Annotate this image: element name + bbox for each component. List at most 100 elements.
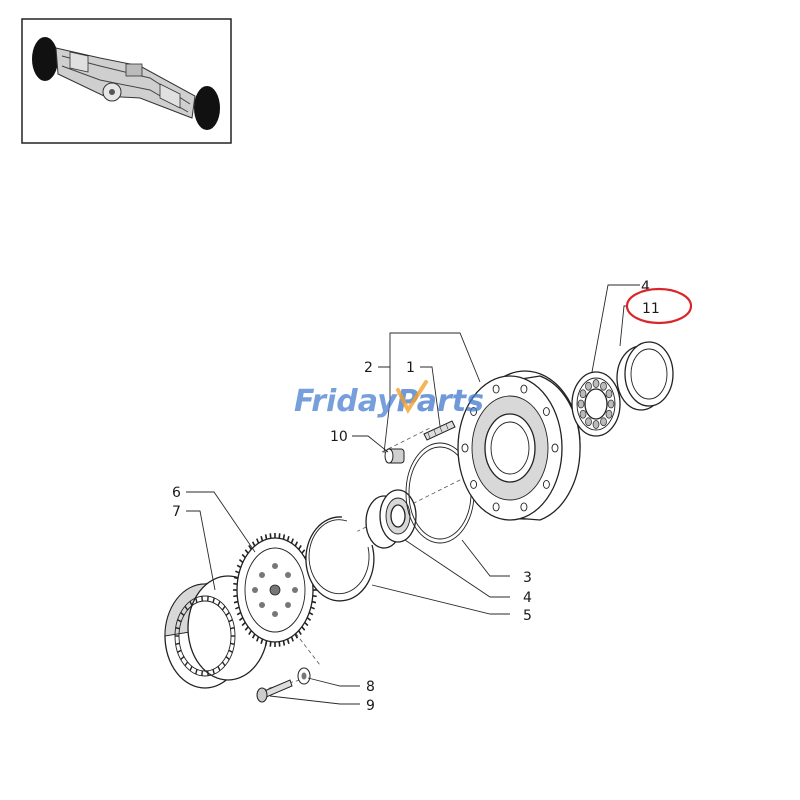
hub-hole [551,443,559,453]
gear-tooth [241,553,246,559]
ring-tooth [228,649,233,653]
callout-10: 10 [330,429,348,445]
callout-5: 5 [523,608,532,624]
axle-thumbnail [21,18,232,144]
callout-4-upper: 4 [641,279,650,295]
thumbnail-right-tire [194,86,220,130]
gear-tooth [260,638,264,645]
watermark-part1: Friday [294,384,398,419]
gear-tooth [248,630,252,635]
gear-tooth [311,600,317,604]
leader-lines [186,284,640,705]
hub-hole [492,502,500,512]
part-10-bushing [384,448,405,464]
ring-tooth [217,601,221,606]
gear-tooth [298,545,302,550]
bearing-ball [600,417,607,427]
gear-tooth [238,559,244,563]
hub-hole [470,407,478,417]
thumbnail-left-tire [32,37,58,81]
gear-tooth [264,640,268,646]
thumbnail-axle-housing [55,47,196,119]
gear-tooth [282,640,286,646]
gear-tooth [233,576,239,580]
bearing-ball [579,409,587,419]
gear-tooth [233,582,238,585]
part-8-washer [297,667,311,685]
gear-tooth [238,617,244,621]
ring-tooth [212,669,215,675]
hub-hole [461,443,469,453]
hub-hole [492,384,500,394]
hub-hole [470,479,478,489]
bearing-balls [577,379,615,429]
gear-tooth [251,633,256,639]
gear-tooth [248,545,252,550]
ring-tooth [225,656,230,661]
ring-tooth [184,605,189,611]
ring-tooth [221,661,226,667]
hub-hole [520,502,528,512]
gear-tooth [251,541,256,547]
highlight-circle [625,287,693,325]
ring-tooth [180,656,185,661]
gear-tooth [294,633,299,639]
ring-tooth [195,669,198,675]
bearing-ball [607,399,615,409]
bearing-ball [579,389,587,399]
gear-tooth [235,570,240,574]
gear-tooth [286,638,290,645]
bearing-ball [600,381,607,391]
axle-thumbnail-drawing [32,37,220,130]
part-6-carrier-gear [233,533,317,647]
ring-tooth [195,597,198,603]
gear-tooth [290,636,294,642]
ring-tooth [230,642,235,645]
callout-2: 2 [364,360,373,376]
gear-tooth [286,535,290,542]
callout-1: 1 [406,360,415,376]
gear-tooth [241,621,246,627]
gear-tooth [233,600,239,604]
gear-tooth [256,538,260,544]
gear-tooth [236,611,242,616]
gear-tooth [235,606,240,610]
gear-tooth [312,595,317,598]
hub-hole [520,384,528,394]
bearing-ball [577,399,585,409]
gear-tooth [304,621,309,627]
gear-tooth [308,611,314,616]
gear-tooth [256,636,260,642]
callout-4-lower: 4 [523,590,532,606]
watermark-logo: FridayParts [294,380,484,419]
bearing-ball [592,420,600,429]
bearing-ball [585,417,592,427]
gear-tooth [244,626,249,631]
ring-tooth [184,661,189,667]
watermark-accent-check [396,380,428,415]
part-4-bearing-lower [365,489,417,549]
part-1-pin [423,420,456,441]
bearing-ball [585,381,592,391]
ring-tooth [189,666,193,671]
gear-tooth [236,564,242,569]
watermark-text: FridayParts [294,384,484,419]
callout-8: 8 [366,679,375,695]
ring-tooth [180,611,185,616]
gear-tooth [290,538,294,544]
gear-tooth [294,541,299,547]
bearing-ball [592,379,600,388]
gear-tooth [260,535,264,542]
ring-tooth [217,666,221,671]
ring-gear-internal-teeth [175,596,235,676]
part-11-seal [616,341,674,411]
ring-tooth [175,627,180,630]
gear-tooth [301,626,306,631]
part-9-bolt [256,679,293,703]
ring-tooth [177,619,182,623]
gear-tooth [301,549,306,554]
watermark-part2: Parts [397,384,484,419]
ring-tooth [177,649,182,653]
hub-hole [542,407,550,417]
